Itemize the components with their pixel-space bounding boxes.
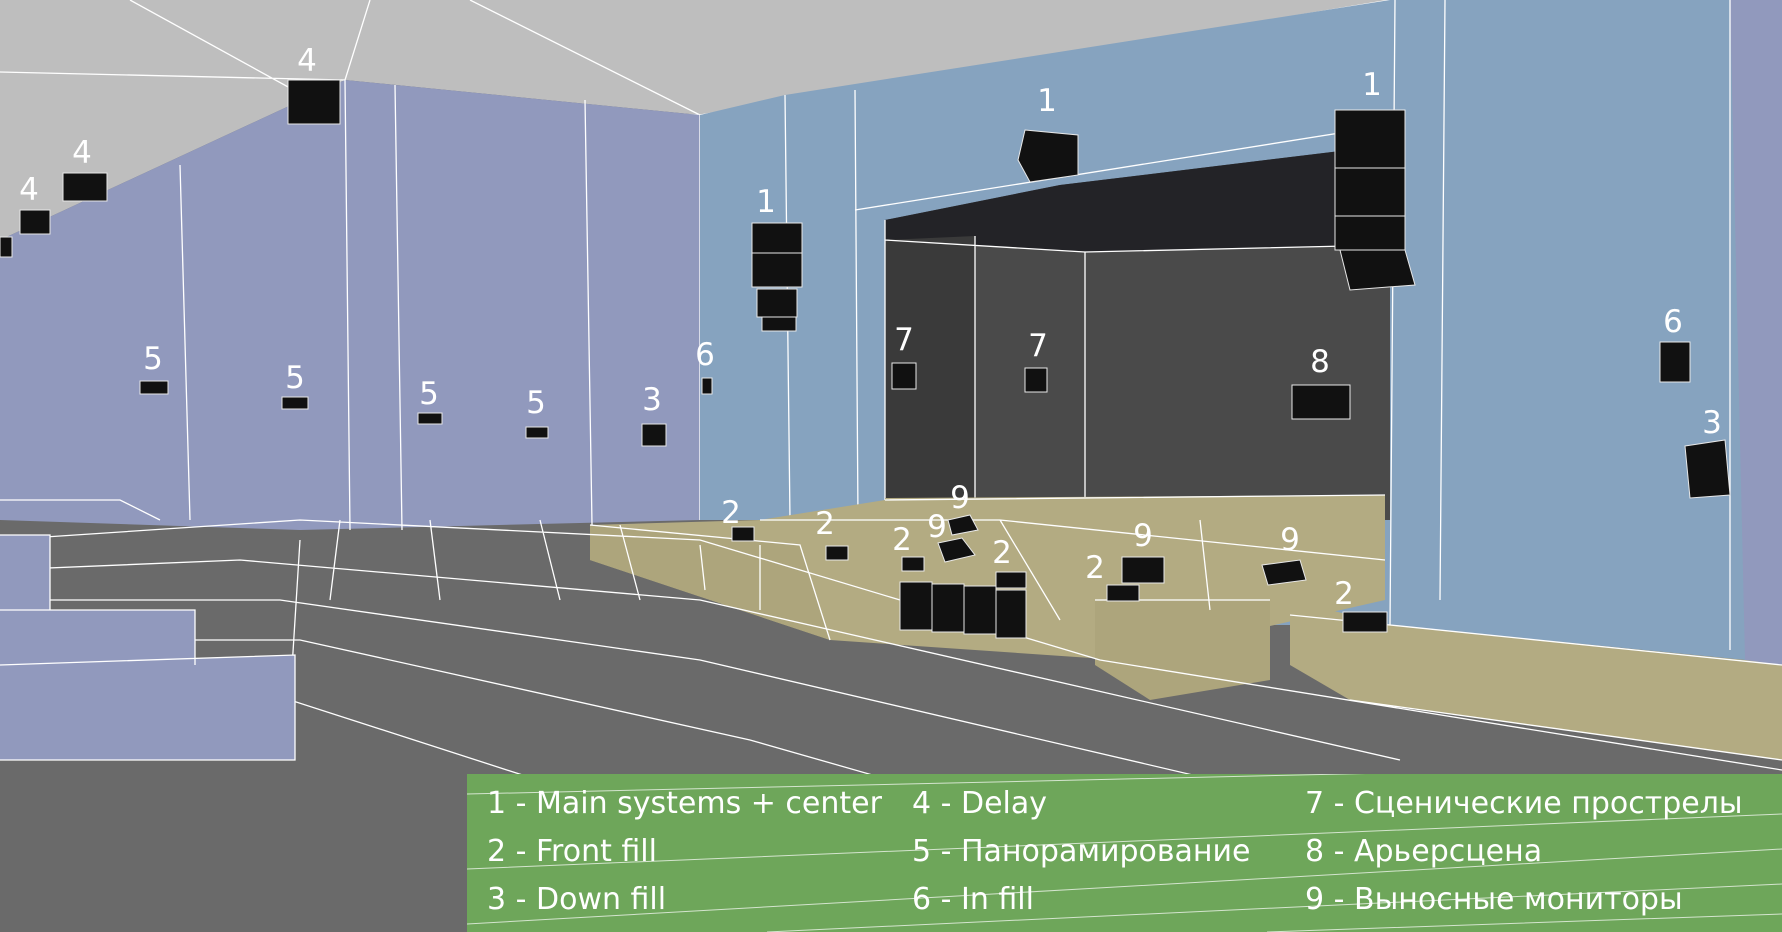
main-center-cluster bbox=[1017, 129, 1079, 183]
pan-speaker-4 bbox=[525, 426, 549, 439]
label-in-right: 6 bbox=[1663, 304, 1683, 340]
front-fill-4 bbox=[995, 571, 1027, 589]
legend-item-panning: 5 - Панорамирование bbox=[912, 834, 1251, 869]
legend-item-front-fill: 2 - Front fill bbox=[487, 834, 657, 869]
monitor-2 bbox=[937, 537, 976, 563]
monitor-4 bbox=[1261, 559, 1307, 586]
label-monitor-4: 9 bbox=[1280, 522, 1300, 558]
label-side-1: 7 bbox=[894, 322, 914, 358]
stage-ceiling bbox=[885, 145, 1390, 252]
label-pan-4: 5 bbox=[526, 385, 546, 421]
delay-speaker-1 bbox=[287, 79, 341, 125]
legend-item-side-fill: 7 - Сценические прострелы bbox=[1305, 786, 1743, 821]
seating-step-edges bbox=[0, 499, 1782, 932]
right-side-wall bbox=[1730, 0, 1782, 670]
side-fill-1 bbox=[891, 362, 917, 390]
delay-speaker-2 bbox=[62, 172, 108, 202]
label-monitor-3: 9 bbox=[1133, 518, 1153, 554]
down-fill-left bbox=[641, 423, 667, 447]
backstage-speaker bbox=[1291, 384, 1351, 420]
monitor-1 bbox=[947, 514, 979, 536]
label-pan-3: 5 bbox=[419, 376, 439, 412]
label-down-left: 3 bbox=[642, 382, 662, 418]
down-fill-right bbox=[1684, 439, 1731, 499]
label-front-4: 2 bbox=[992, 535, 1012, 571]
label-pan-2: 5 bbox=[285, 360, 305, 396]
label-front-5: 2 bbox=[1085, 550, 1105, 586]
in-fill-left bbox=[701, 377, 713, 395]
legend-item-monitors: 9 - Выносные мониторы bbox=[1305, 882, 1683, 917]
label-front-1: 2 bbox=[721, 495, 741, 531]
label-back: 8 bbox=[1310, 344, 1330, 380]
stage-floor-edges bbox=[589, 494, 1782, 761]
label-delay-1: 4 bbox=[297, 43, 317, 79]
legend-step-lines bbox=[467, 774, 1782, 932]
legend-item-delay: 4 - Delay bbox=[912, 786, 1048, 821]
subwoofer-stack bbox=[899, 581, 1027, 639]
label-monitor-2: 9 bbox=[927, 509, 947, 545]
aisle-box-1 bbox=[0, 535, 50, 610]
front-fill-2 bbox=[825, 545, 849, 561]
label-delay-2: 4 bbox=[72, 135, 92, 171]
main-array-left bbox=[751, 222, 803, 332]
stage-apron-center bbox=[1095, 600, 1270, 700]
left-wall-edges bbox=[179, 79, 701, 531]
front-fill-1 bbox=[731, 526, 755, 542]
main-array-right bbox=[1334, 109, 1416, 291]
label-main-left: 1 bbox=[756, 184, 776, 220]
label-in-left: 6 bbox=[695, 337, 715, 373]
legend-item-backstage: 8 - Арьерсцена bbox=[1305, 834, 1543, 869]
aisle-box-edges bbox=[0, 534, 296, 761]
front-fill-3 bbox=[901, 556, 925, 572]
label-front-6: 2 bbox=[1334, 576, 1354, 612]
label-pan-1: 5 bbox=[143, 341, 163, 377]
ceiling bbox=[0, 0, 1390, 240]
delay-speaker-4 bbox=[0, 236, 13, 258]
label-main-center: 1 bbox=[1037, 83, 1057, 119]
front-fill-6 bbox=[1342, 611, 1388, 633]
stage-left-wing bbox=[885, 236, 975, 500]
label-side-2: 7 bbox=[1028, 328, 1048, 364]
stage-edges bbox=[854, 124, 1391, 520]
front-fill-5 bbox=[1106, 584, 1140, 602]
aisle-box-2 bbox=[0, 610, 195, 665]
monitor-3 bbox=[1121, 556, 1165, 584]
label-main-right: 1 bbox=[1362, 67, 1382, 103]
label-delay-3: 4 bbox=[19, 172, 39, 208]
label-front-2: 2 bbox=[815, 506, 835, 542]
label-down-right: 3 bbox=[1702, 405, 1722, 441]
label-monitor-1: 9 bbox=[950, 480, 970, 516]
in-fill-right bbox=[1659, 341, 1691, 383]
delay-speaker-3 bbox=[19, 209, 51, 235]
legend-item-down-fill: 3 - Down fill bbox=[487, 882, 667, 917]
pan-speaker-1 bbox=[139, 380, 169, 395]
side-fill-2 bbox=[1024, 367, 1048, 393]
stage-apron-right bbox=[1290, 600, 1782, 760]
stage-apron-left bbox=[590, 525, 830, 640]
aisle-box-3 bbox=[0, 655, 295, 760]
pan-speaker-3 bbox=[417, 412, 443, 425]
speaker-legend: 1 - Main systems + center 2 - Front fill… bbox=[467, 774, 1782, 932]
label-front-3: 2 bbox=[892, 522, 912, 558]
left-side-wall bbox=[0, 80, 700, 530]
pan-speaker-2 bbox=[281, 396, 309, 410]
legend-item-in-fill: 6 - In fill bbox=[912, 882, 1034, 917]
legend-item-main-systems: 1 - Main systems + center bbox=[487, 786, 882, 821]
